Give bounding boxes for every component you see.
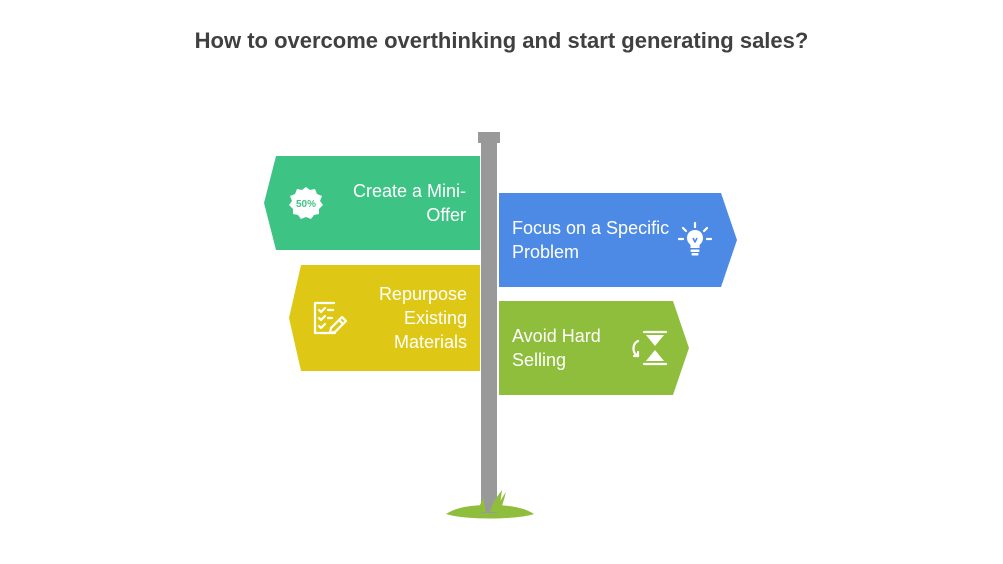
sign-shape (499, 301, 689, 395)
fifty-percent-badge-icon: 50% (289, 187, 323, 219)
lightbulb-icon (677, 221, 713, 256)
page-title: How to overcome overthinking and start g… (194, 28, 809, 53)
sign-shape (289, 265, 480, 371)
sign-avoid-hard-selling: Avoid Hard Selling (499, 301, 689, 395)
sign-repurpose-existing-materials: Repurpose Existing Materials (289, 265, 480, 371)
sign-label: Avoid Hard Selling (512, 326, 601, 370)
sign-create-mini-offer: 50% Create a Mini-Offer (264, 156, 480, 250)
sign-shape (499, 193, 737, 287)
badge-text: 50% (296, 199, 316, 210)
signpost-cap (478, 132, 500, 143)
sign-label: Repurpose Existing Materials (378, 284, 467, 352)
sign-shape (264, 156, 480, 250)
signpost-pole (481, 142, 497, 512)
sign-label: Create a Mini-Offer (352, 181, 466, 225)
checklist-edit-icon (313, 301, 348, 335)
grass-ground (446, 486, 534, 519)
rotate-compress-icon (632, 330, 668, 366)
sign-label: Focus on a Specific Problem (512, 218, 670, 262)
sign-focus-specific-problem: Focus on a Specific Problem (499, 193, 737, 287)
